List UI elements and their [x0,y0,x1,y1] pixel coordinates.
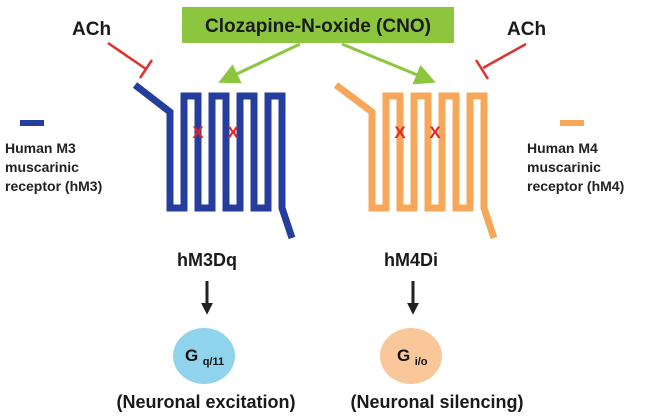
hm4di-mutation-mark-1: X [394,123,406,142]
outcome-excitation: (Neuronal excitation) [116,392,295,412]
gq11-subscript: q/11 [203,356,224,368]
hm4di-label: hM4Di [384,250,438,270]
gio-circle [380,328,442,384]
hm3dq-mutation-mark-2: X [227,123,239,142]
gq11-circle [173,328,235,384]
gio-label: G i/o [397,346,428,368]
cno-arrow-right [341,42,436,85]
cno-label-box [182,7,454,43]
ach-inhibit-bar-right [474,59,490,80]
hm4di-transmembrane-path [333,82,498,240]
outcome-silencing: (Neuronal silencing) [350,392,523,412]
ach-inhibit-line-right [482,42,527,70]
gio-subscript: i/o [415,356,428,368]
hm3dq-transmembrane-path [132,82,296,240]
gq11-main: G [185,346,198,365]
ach-inhibit-line-left [107,41,147,71]
hm4di-mutation-mark-2: X [429,123,441,142]
hm3-legend-line-2: muscarinic [5,159,79,175]
hm4di-receptor: X X [333,82,498,240]
hm4-legend-line-3: receptor (hM4) [527,178,624,194]
cno-label: Clozapine-N-oxide (CNO) [205,16,431,37]
hm4-legend-line-1: Human M4 [527,140,598,156]
gio-main: G [397,346,410,365]
ach-inhibit-bar-left [138,59,154,79]
hm3-legend-swatch [20,120,44,126]
hm3-legend-line-1: Human M3 [5,140,76,156]
hm3dq-mutation-mark-1: X [192,123,204,142]
gq11-label: G q/11 [185,346,224,368]
ach-label-left: ACh [72,19,111,40]
cno-arrow-left [218,42,301,84]
ach-label-right: ACh [507,19,546,40]
hm3-legend-line-3: receptor (hM3) [5,178,102,194]
hm4-legend-line-2: muscarinic [527,159,601,175]
hm3dq-label: hM3Dq [177,250,237,270]
hm3dq-receptor: X X [132,82,296,240]
hm4-legend-swatch [560,120,584,126]
